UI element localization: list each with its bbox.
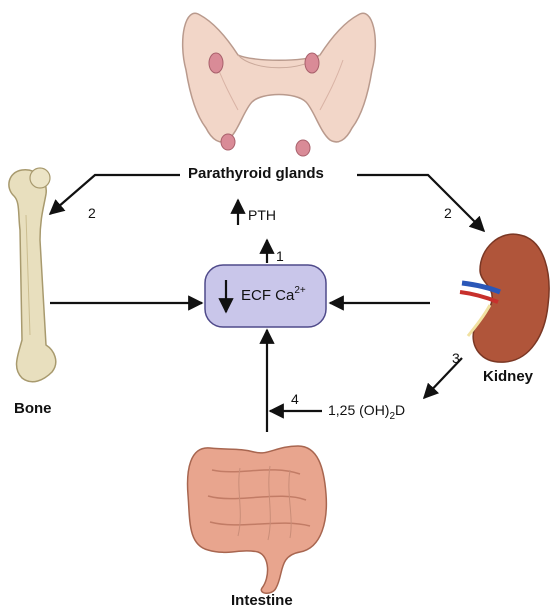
vitamin-d-suffix: D [395, 402, 406, 418]
step-number-3: 3 [452, 350, 460, 366]
vitamin-d-label: 1,25 (OH)2D [328, 402, 406, 422]
parathyroid-gland-upper-right [304, 52, 320, 74]
parathyroid-glands-label: Parathyroid glands [188, 165, 324, 182]
arrow-parathyroid-to-bone [48, 173, 180, 216]
step-number-2-right: 2 [444, 205, 452, 221]
arrow-kidney-to-vitamin-d [422, 357, 463, 400]
intestine-label: Intestine [231, 592, 293, 609]
vitamin-d-subscript: 2 [389, 411, 396, 422]
intestine-illustration [186, 445, 328, 594]
kidney-illustration [459, 233, 550, 363]
parathyroid-gland-lower-left [220, 133, 236, 151]
step-number-1: 1 [276, 248, 284, 264]
arrow-parathyroid-to-kidney [357, 173, 486, 233]
pth-label: PTH [248, 207, 276, 223]
ecf-calcium-text: ECF Ca [241, 287, 295, 304]
parathyroid-gland-lower-right [295, 139, 311, 157]
step-number-2-left: 2 [88, 205, 96, 221]
step-number-4: 4 [291, 391, 299, 407]
ecf-calcium-charge: 2+ [294, 285, 306, 296]
kidney-label: Kidney [483, 368, 534, 385]
bone-label: Bone [14, 400, 52, 417]
ecf-calcium-box [204, 264, 327, 328]
parathyroid-glands-illustration [181, 12, 377, 157]
parathyroid-gland-upper-left [208, 52, 224, 74]
vitamin-d-prefix: 1,25 (OH) [328, 402, 390, 418]
bone-illustration [8, 167, 57, 383]
ecf-calcium-label: ECF Ca2+ [241, 285, 306, 304]
